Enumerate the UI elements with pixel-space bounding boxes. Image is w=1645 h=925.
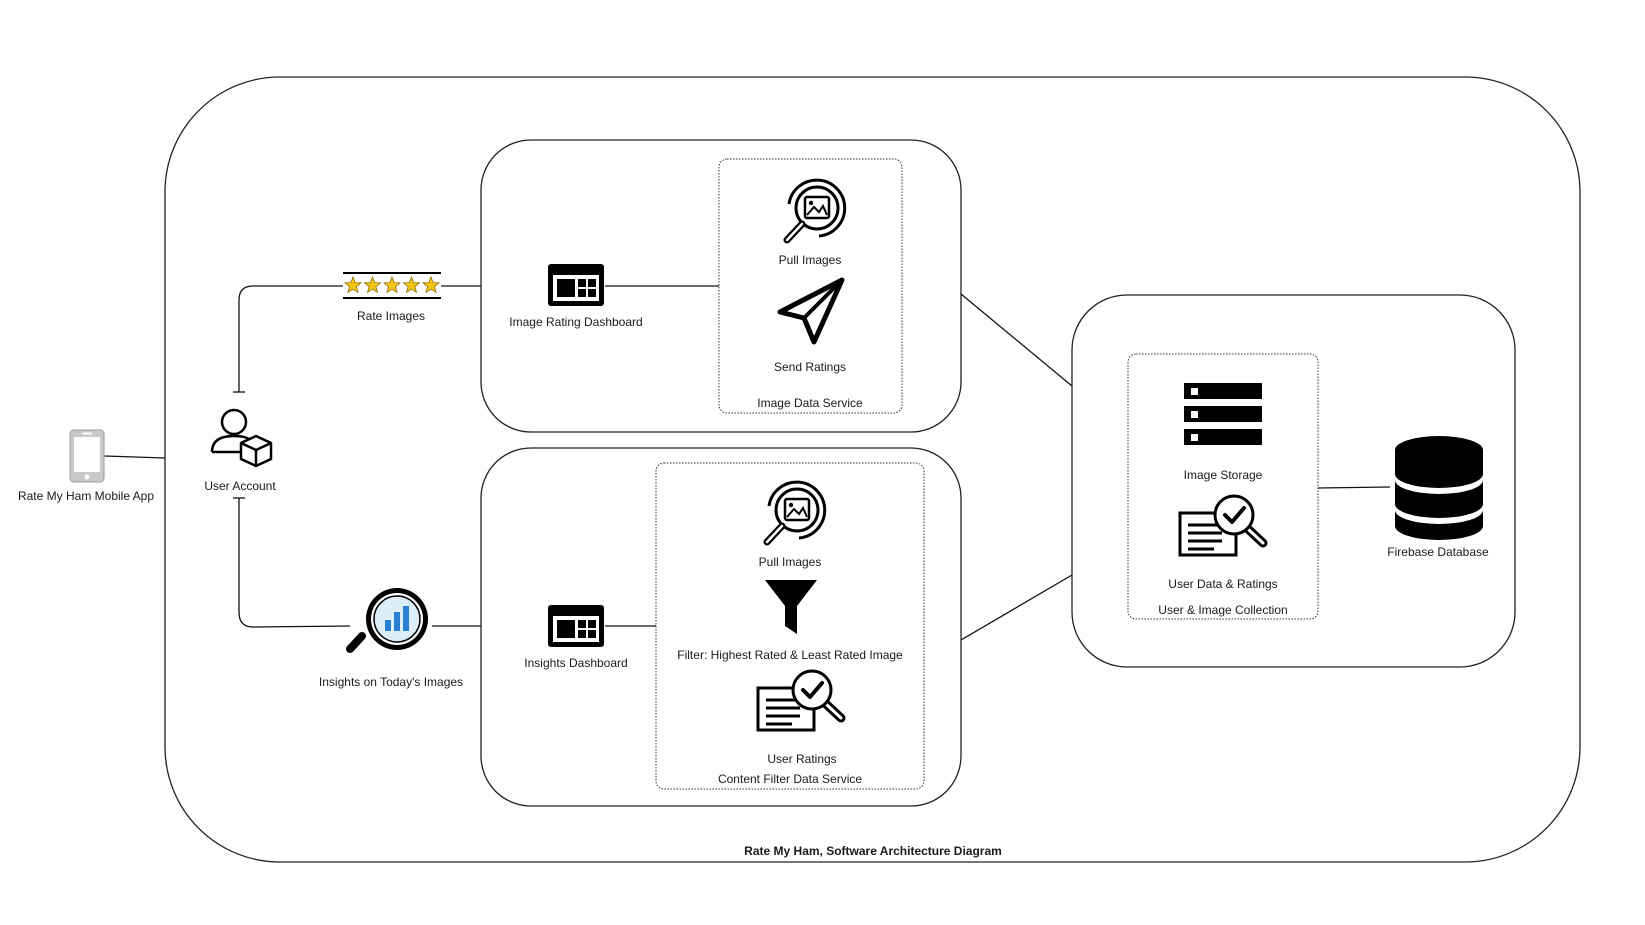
diagram-title: Rate My Ham, Software Architecture Diagr…	[744, 844, 1002, 858]
star-icon	[421, 275, 441, 294]
pull-images-label-2: Pull Images	[758, 555, 822, 569]
user-data-ratings-label: User Data & Ratings	[1168, 577, 1278, 591]
image-storage-icon	[1184, 383, 1262, 445]
user-account-label: User Account	[204, 479, 276, 493]
five-star-rating-icon	[343, 272, 441, 299]
filter-label: Filter: Highest Rated & Least Rated Imag…	[677, 648, 903, 662]
pull-images-icon-2	[767, 482, 825, 542]
mobile-phone-icon	[69, 429, 105, 483]
star-icon	[402, 275, 421, 294]
mobile-app-label: Rate My Ham Mobile App	[17, 489, 155, 503]
collection-box	[1127, 353, 1319, 620]
send-ratings-icon	[777, 277, 845, 345]
insights-dashboard-icon	[548, 605, 604, 647]
content-filter-service-label: Content Filter Data Service	[717, 772, 863, 786]
image-data-service-box	[718, 158, 903, 414]
user-ratings-label: User Ratings	[767, 752, 837, 766]
rate-images-label: Rate Images	[356, 309, 426, 323]
rating-dashboard-label: Image Rating Dashboard	[509, 315, 643, 329]
system-boundary	[164, 76, 1581, 863]
connectors	[103, 285, 1391, 641]
firebase-database-label: Firebase Database	[1387, 545, 1489, 559]
user-data-ratings-icon	[1180, 496, 1263, 555]
star-icon	[363, 275, 382, 294]
filter-funnel-icon	[765, 580, 817, 634]
insights-label: Insights on Today's Images	[318, 675, 464, 689]
insights-container	[480, 447, 962, 807]
insights-dashboard-label: Insights Dashboard	[524, 656, 628, 670]
collection-label: User & Image Collection	[1158, 603, 1288, 617]
pull-images-label: Pull Images	[778, 253, 842, 267]
star-icon	[382, 275, 402, 294]
rating-dashboard-icon	[548, 264, 604, 306]
image-data-service-label: Image Data Service	[757, 396, 863, 410]
star-icon	[343, 275, 363, 294]
database-container	[1071, 294, 1516, 668]
insights-magnifier-icon	[346, 588, 428, 653]
pull-images-icon	[787, 180, 845, 240]
user-account-icon	[210, 408, 273, 468]
user-ratings-icon	[758, 671, 841, 730]
image-storage-label: Image Storage	[1183, 468, 1263, 482]
database-icon	[1395, 436, 1483, 540]
send-ratings-label: Send Ratings	[773, 360, 847, 374]
